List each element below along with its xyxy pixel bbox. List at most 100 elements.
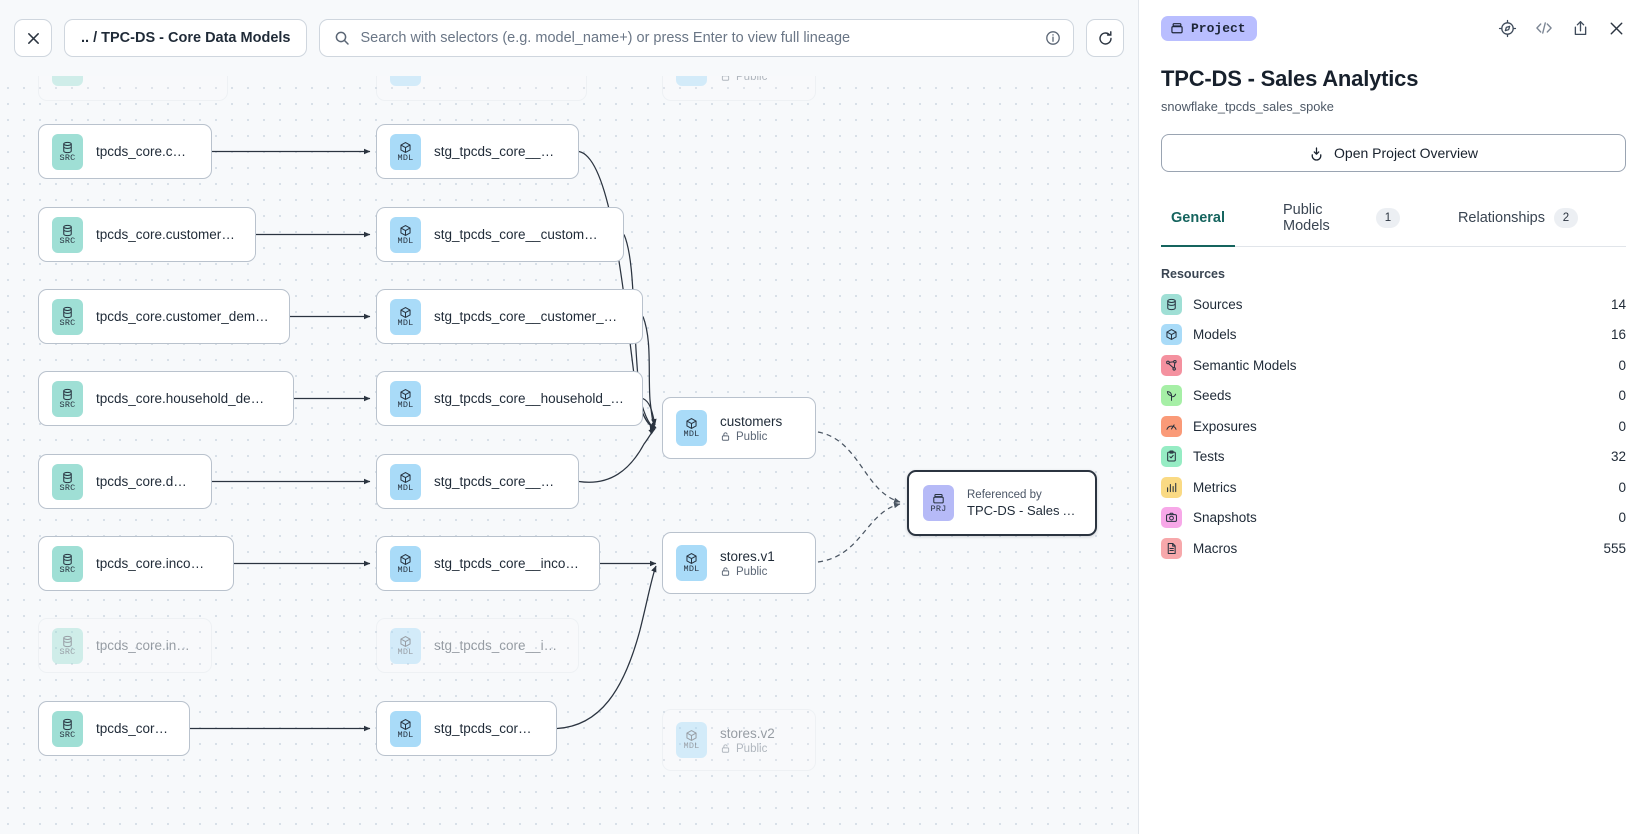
search-bar[interactable]: [319, 19, 1074, 57]
cube-icon: [1161, 324, 1182, 346]
node-badge-label: MDL: [397, 235, 414, 246]
tab-label: General: [1171, 210, 1225, 226]
node-body: tpcds_core.customer_address: [96, 227, 237, 242]
node-visibility-label: Public: [736, 565, 768, 578]
node-title: customers: [720, 413, 783, 429]
open-project-overview-button[interactable]: Open Project Overview: [1161, 134, 1626, 172]
node-kicker: Referenced by: [967, 488, 1042, 501]
node-badge-label: SRC: [59, 729, 76, 740]
lineage-node-mdl_customers[interactable]: MDL customers Public: [662, 397, 816, 459]
node-badge-mdl: MDL: [390, 298, 421, 335]
node-badge-mdl: MDL: [676, 722, 707, 758]
panel-header: Project: [1161, 0, 1626, 56]
cube-icon: [685, 552, 698, 565]
node-title: TPC-DS - Sales Analytics: [967, 502, 1077, 518]
node-body: tpcds_core.customer_demographics: [96, 309, 271, 324]
lineage-node-src_store[interactable]: SRC tpcds_core.store: [38, 701, 190, 756]
bar-chart-icon: [1161, 476, 1182, 498]
database-icon: [61, 306, 74, 319]
tab-label: Relationships: [1457, 210, 1545, 226]
page-title: TPC-DS - Sales Analytics: [1161, 66, 1419, 91]
node-badge-label: MDL: [683, 429, 700, 439]
resource-label: Models: [1193, 327, 1237, 343]
cube-icon: [399, 635, 412, 648]
resource-label: Metrics: [1193, 479, 1237, 495]
resource-row-models[interactable]: Models 16: [1161, 320, 1626, 351]
node-title: stg_tpcds_core__inventory: [434, 638, 560, 653]
resource-label: Snapshots: [1193, 510, 1257, 526]
tab-count-badge: 2: [1554, 208, 1578, 228]
close-lineage-button[interactable]: [14, 19, 52, 57]
refresh-button[interactable]: [1086, 19, 1124, 57]
node-badge-src: SRC: [52, 545, 83, 582]
lineage-compass-icon[interactable]: [1498, 19, 1517, 38]
tab-count-badge: 1: [1375, 208, 1400, 228]
camera-icon: [1161, 507, 1182, 529]
tab-relationships[interactable]: Relationships 2: [1448, 194, 1588, 247]
node-badge-mdl: MDL: [390, 463, 421, 500]
node-title: tpcds_core.inventory: [96, 638, 193, 653]
resource-count: 0: [1618, 418, 1626, 434]
breadcrumb[interactable]: .. / TPC-DS - Core Data Models: [64, 19, 308, 57]
node-body: stg_tpcds_core__customer_demogra…: [434, 309, 624, 324]
info-icon[interactable]: [1045, 30, 1061, 46]
node-title: stg_tpcds_core__customer_address: [434, 227, 605, 242]
project-box-icon: [1170, 21, 1184, 35]
database-icon: [61, 553, 74, 566]
resource-type-chip[interactable]: Project: [1161, 15, 1257, 41]
lineage-node-mdl_customer_demo[interactable]: MDL stg_tpcds_core__customer_demogra…: [376, 289, 643, 344]
node-badge-mdl: MDL: [676, 410, 707, 446]
node-title: tpcds_core.customer: [96, 144, 193, 159]
share-icon[interactable]: [1571, 19, 1590, 38]
node-title: stg_tpcds_core__income_band: [434, 556, 581, 571]
node-badge-prj: PRJ: [923, 485, 954, 521]
seedling-icon: [1161, 385, 1182, 407]
search-input[interactable]: [360, 30, 1035, 46]
lineage-node-mdl_household_demo[interactable]: MDLstg_tpcds_core__household_demogr…: [376, 371, 643, 426]
resource-label: Sources: [1193, 296, 1243, 312]
tab-general[interactable]: General: [1161, 194, 1235, 247]
node-badge-label: MDL: [683, 564, 700, 574]
cube-icon: [685, 729, 698, 742]
resource-count: 16: [1610, 327, 1626, 343]
node-body: tpcds_core.store: [96, 721, 171, 736]
tab-label: Public Models: [1283, 202, 1330, 234]
graph-node-icon: [1161, 354, 1182, 376]
lineage-node-mdl_customer_address[interactable]: MDL stg_tpcds_core__customer_address: [376, 207, 624, 262]
node-body: stg_tpcds_core__inventory: [434, 638, 560, 653]
gauge-icon: [1161, 415, 1182, 437]
project-box-icon: [932, 492, 945, 505]
tab-public-models[interactable]: Public Models 1: [1273, 194, 1410, 247]
node-title: tpcds_core.date_dim: [96, 474, 193, 489]
node-title: stg_tpcds_core__household_demogr…: [434, 391, 624, 406]
code-icon[interactable]: [1534, 18, 1554, 38]
close-panel-icon[interactable]: [1607, 19, 1626, 38]
chip-label: Project: [1191, 20, 1246, 36]
node-visibility: Public: [720, 431, 782, 443]
